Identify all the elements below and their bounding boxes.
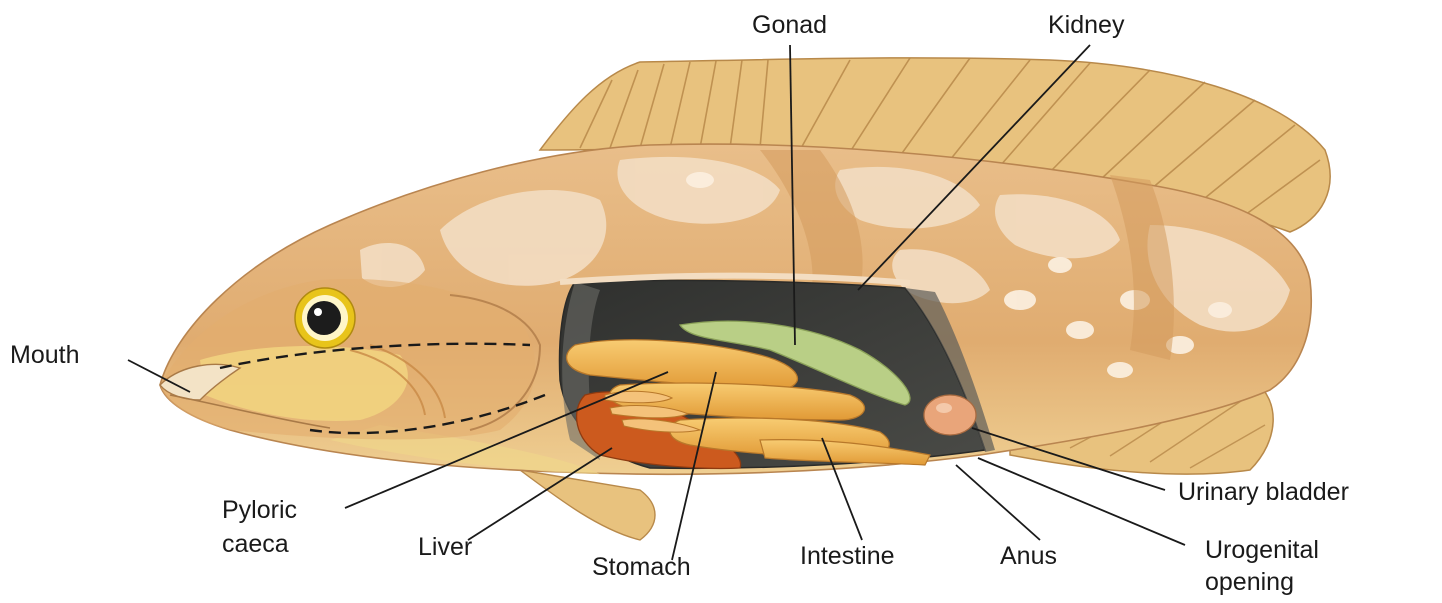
label-liver: Liver: [418, 533, 472, 561]
fish-eye: [295, 288, 355, 348]
label-anus: Anus: [1000, 542, 1057, 570]
leader-anus: [956, 465, 1040, 540]
urinary-bladder-organ: [924, 395, 976, 435]
label-pyloric-caeca-line1: Pyloric: [222, 496, 297, 524]
label-stomach: Stomach: [592, 553, 691, 581]
label-mouth: Mouth: [10, 341, 79, 369]
pelvic-fin: [520, 470, 655, 540]
label-urogenital-line1: Urogenital: [1205, 536, 1319, 564]
label-urinary-bladder: Urinary bladder: [1178, 478, 1349, 506]
label-pyloric-caeca-line2: caeca: [222, 530, 289, 558]
label-kidney: Kidney: [1048, 11, 1125, 39]
label-urogenital-line2: opening: [1205, 568, 1294, 596]
label-intestine: Intestine: [800, 542, 895, 570]
label-gonad: Gonad: [752, 11, 827, 39]
